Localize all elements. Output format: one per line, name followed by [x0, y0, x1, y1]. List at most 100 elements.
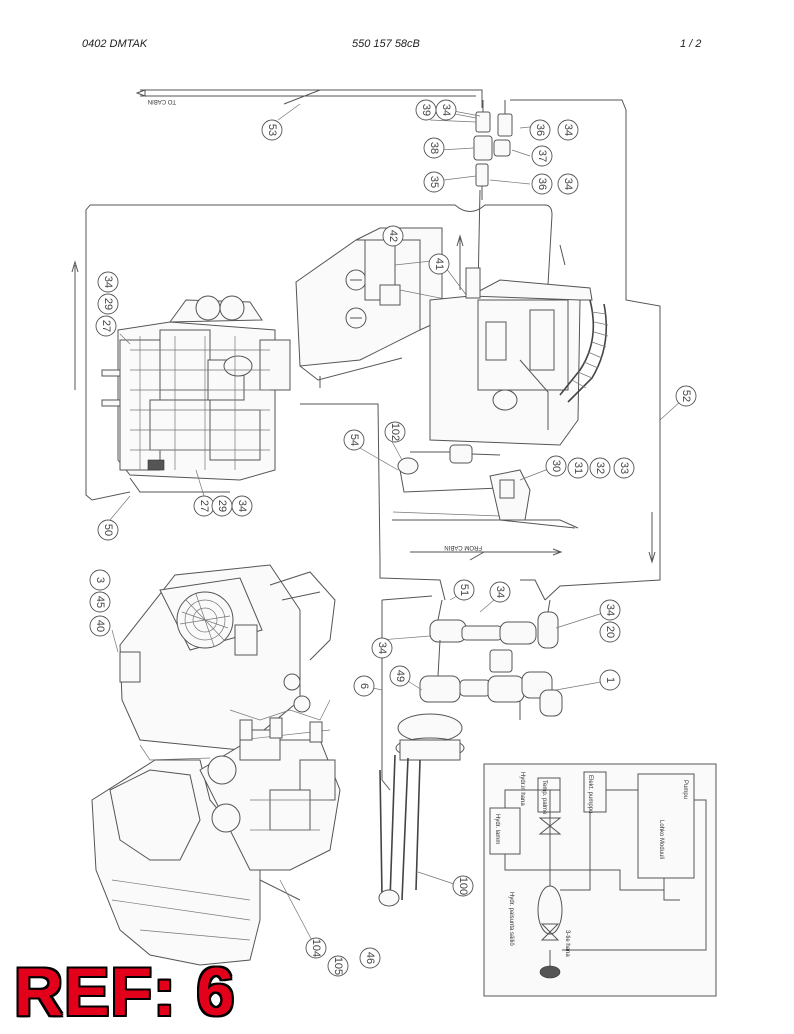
callout-30: 30 [545, 455, 567, 477]
to-cabin-label: TO CABIN [148, 98, 176, 104]
callout-3: 3 [89, 569, 111, 591]
callout-34: 34 [231, 495, 253, 517]
svg-text:32: 32 [594, 462, 606, 474]
fuel-pump-label: Pumpu [682, 780, 688, 799]
callout-29: 29 [211, 495, 233, 517]
callout-29: 29 [97, 293, 119, 315]
callout-34: 34 [371, 637, 393, 659]
callout-32: 32 [589, 457, 611, 479]
callout-34: 34 [435, 99, 457, 121]
callout-36: 36 [529, 119, 551, 141]
callout-36: 36 [531, 173, 553, 195]
callout-50: 50 [97, 519, 119, 541]
callout-53: 53 [261, 119, 283, 141]
callout-33: 33 [613, 457, 635, 479]
callout-6: 6 [353, 675, 375, 697]
callout-27: 27 [95, 315, 117, 337]
callout-52: 52 [675, 385, 697, 407]
callout-45: 45 [89, 591, 111, 613]
svg-text:40: 40 [94, 620, 106, 632]
svg-text:41: 41 [433, 258, 445, 270]
svg-text:29: 29 [216, 500, 228, 512]
manual-valve-label: Hydr.in hana [519, 772, 525, 806]
sensor-bracket [392, 469, 576, 529]
svg-text:34: 34 [376, 642, 388, 654]
callout-31: 31 [567, 457, 589, 479]
svg-text:20: 20 [604, 626, 616, 638]
svg-text:46: 46 [364, 952, 376, 964]
callout-41: 41 [428, 253, 450, 275]
svg-text:54: 54 [348, 434, 360, 446]
from-cabin-label: FROM CABIN [444, 544, 482, 550]
part-number: 550 157 58cB [352, 38, 420, 50]
callout-42: 42 [382, 225, 404, 247]
svg-text:34: 34 [236, 500, 248, 512]
callout-34: 34 [599, 599, 621, 621]
svg-text:34: 34 [562, 178, 574, 190]
callout-102: 102 [384, 421, 406, 443]
svg-text:49: 49 [394, 670, 406, 682]
svg-text:39: 39 [420, 104, 432, 116]
callout-37: 37 [531, 145, 553, 167]
svg-text:35: 35 [428, 176, 440, 188]
heater-body [397, 267, 609, 475]
svg-text:100: 100 [457, 877, 469, 895]
callout-34: 34 [557, 119, 579, 141]
svg-text:33: 33 [618, 462, 630, 474]
callout-38: 38 [423, 137, 445, 159]
svg-text:105: 105 [332, 957, 344, 975]
reference-badge: REF: 6 [14, 954, 236, 1030]
engine-block [101, 295, 291, 493]
hose-routing [71, 89, 661, 791]
svg-text:50: 50 [102, 524, 114, 536]
svg-text:30: 30 [550, 460, 562, 472]
svg-text:34: 34 [562, 124, 574, 136]
svg-text:45: 45 [94, 596, 106, 608]
svg-text:31: 31 [572, 462, 584, 474]
cab-frame [91, 699, 341, 966]
callout-51: 51 [453, 579, 475, 601]
document-code: 0402 DMTAK [82, 38, 148, 50]
radiator-unit [119, 564, 336, 761]
page-number: 1 / 2 [680, 38, 702, 50]
callout-39: 39 [415, 99, 437, 121]
callout-46: 46 [359, 947, 381, 969]
svg-text:37: 37 [536, 150, 548, 162]
heater-control-box [295, 227, 481, 388]
callout-27: 27 [193, 495, 215, 517]
callout-1: 1 [599, 669, 621, 691]
callout-20: 20 [599, 621, 621, 643]
callout-105: 105 [327, 955, 349, 977]
callout-34: 34 [97, 271, 119, 293]
svg-text:53: 53 [266, 124, 278, 136]
valve-assembly [378, 599, 563, 907]
heater-unit-label: Hydr. lamm [494, 814, 500, 844]
callout-34: 34 [489, 581, 511, 603]
callout-100: 100 [452, 875, 474, 897]
svg-text:3: 3 [94, 577, 106, 583]
svg-text:36: 36 [534, 124, 546, 136]
svg-text:6: 6 [358, 683, 370, 689]
control-module-label: Lohko Moduuli [658, 820, 664, 859]
svg-text:27: 27 [100, 320, 112, 332]
callout-54: 54 [343, 429, 365, 451]
callout-34: 34 [557, 173, 579, 195]
callout-35: 35 [423, 171, 445, 193]
svg-text:29: 29 [102, 298, 114, 310]
callout-104: 104 [305, 937, 327, 959]
svg-text:104: 104 [310, 939, 322, 957]
hydraulic-schematic: Hydr.in hana Temp. palme Elekt. pumppu H… [483, 763, 717, 997]
electric-pump-label: Elekt. pumppu [587, 775, 593, 813]
svg-text:1: 1 [604, 677, 616, 683]
svg-text:36: 36 [536, 178, 548, 190]
three-way-valve-label: 3-tie hana [564, 930, 570, 957]
svg-text:34: 34 [604, 604, 616, 616]
svg-text:52: 52 [680, 390, 692, 402]
svg-text:34: 34 [102, 276, 114, 288]
callout-49: 49 [389, 665, 411, 687]
svg-text:34: 34 [440, 104, 452, 116]
svg-text:51: 51 [458, 584, 470, 596]
sensor-connector-group [429, 100, 541, 200]
